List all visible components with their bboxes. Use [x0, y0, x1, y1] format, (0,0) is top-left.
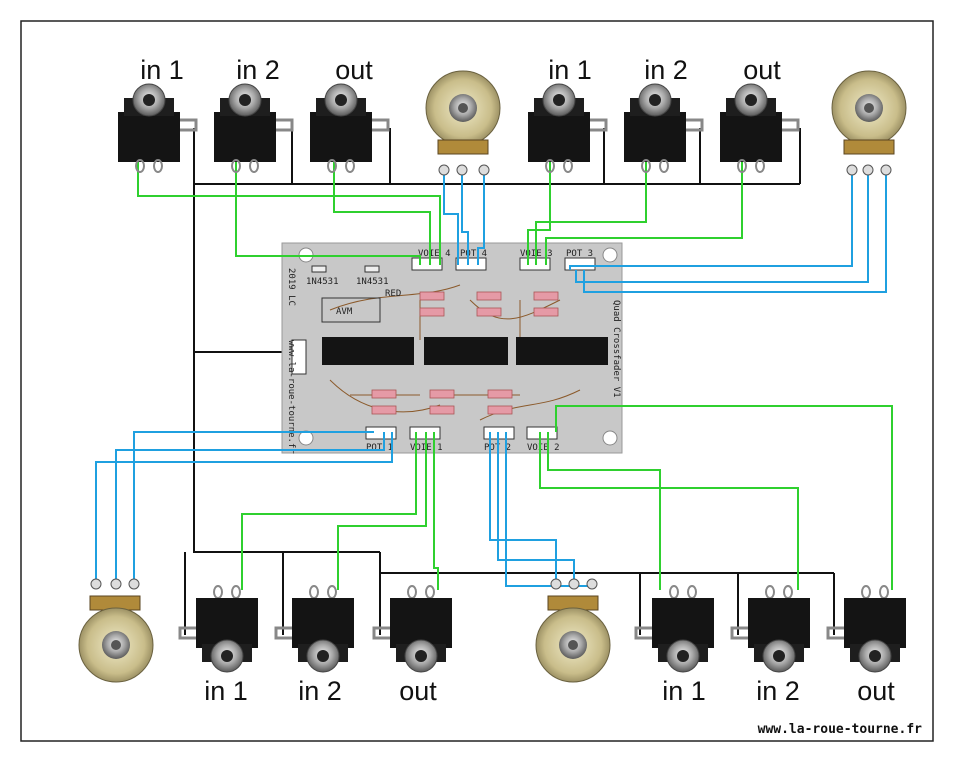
ic-chip	[516, 337, 608, 365]
label-pot-4: POT 4	[460, 249, 487, 259]
connector-side	[291, 339, 307, 375]
resistors-top	[419, 291, 559, 317]
diode-label-2: 1N4531	[356, 277, 389, 287]
label-pot-3: POT 3	[566, 249, 593, 259]
pot-wires	[95, 170, 887, 587]
ground-wires	[184, 128, 835, 635]
label-pot-1: POT 1	[366, 443, 393, 453]
jack-label-bottom-right-out: out	[857, 676, 895, 706]
jack-label-top-left-in2: in 2	[236, 55, 280, 85]
led-label: RED	[385, 289, 401, 299]
jack-label-top-right-in2: in 2	[644, 55, 688, 85]
pcb-year-author: 2019 LC	[286, 268, 296, 306]
label-voie-2: VOIE 2	[527, 443, 560, 453]
jack-label-top-left-out: out	[335, 55, 373, 85]
jack-label-top-left-in1: in 1	[140, 55, 184, 85]
jack-label-bottom-left-in2: in 2	[298, 676, 342, 706]
header-label: AVM	[336, 307, 353, 317]
jack-top-right-2	[624, 83, 704, 173]
potentiometer-top-right	[831, 70, 907, 176]
signal-wires	[137, 160, 893, 590]
jack-label-bottom-left-out: out	[399, 676, 437, 706]
potentiometer-top-left	[425, 70, 501, 176]
jack-bottom-left-2	[274, 585, 354, 673]
resistors-bottom	[371, 389, 513, 415]
pcb-website: www.la-roue-tourne.fr	[286, 340, 296, 454]
jack-label-bottom-right-in1: in 1	[662, 676, 706, 706]
jack-bottom-right-3	[826, 585, 906, 673]
jack-label-top-right-out: out	[743, 55, 781, 85]
ic-chip	[424, 337, 508, 365]
jack-bottom-right-1	[634, 585, 714, 673]
jack-label-top-right-in1: in 1	[548, 55, 592, 85]
diode-label-1: 1N4531	[306, 277, 339, 287]
jack-top-right-3	[720, 83, 800, 173]
jack-top-left-3	[310, 83, 390, 173]
pin-header	[321, 297, 381, 323]
footer-url: www.la-roue-tourne.fr	[758, 722, 923, 737]
pcb-board: VOIE 4 POT 4 VOIE 3 POT 3 POT 1 VOIE 1 P…	[281, 242, 623, 454]
diode	[311, 265, 327, 273]
label-voie-4: VOIE 4	[418, 249, 451, 259]
connector-voie-4	[411, 257, 443, 271]
pcb-title: Quad Crossfader V1	[611, 300, 621, 398]
jack-label-bottom-right-in2: in 2	[756, 676, 800, 706]
diode	[364, 265, 380, 273]
jack-bottom-left-3	[372, 585, 452, 673]
jack-label-bottom-left-in1: in 1	[204, 676, 248, 706]
ic-chip	[322, 337, 414, 365]
jack-bottom-right-2	[730, 585, 810, 673]
potentiometer-bottom-left	[78, 578, 154, 683]
jack-top-left-1	[118, 83, 198, 173]
connector-voie-2	[526, 426, 558, 440]
jack-top-right-1	[528, 83, 608, 173]
potentiometer-bottom-center	[535, 578, 611, 683]
jack-top-left-2	[214, 83, 294, 173]
connector-pot-4	[455, 257, 487, 271]
jack-bottom-left-1	[178, 585, 258, 673]
